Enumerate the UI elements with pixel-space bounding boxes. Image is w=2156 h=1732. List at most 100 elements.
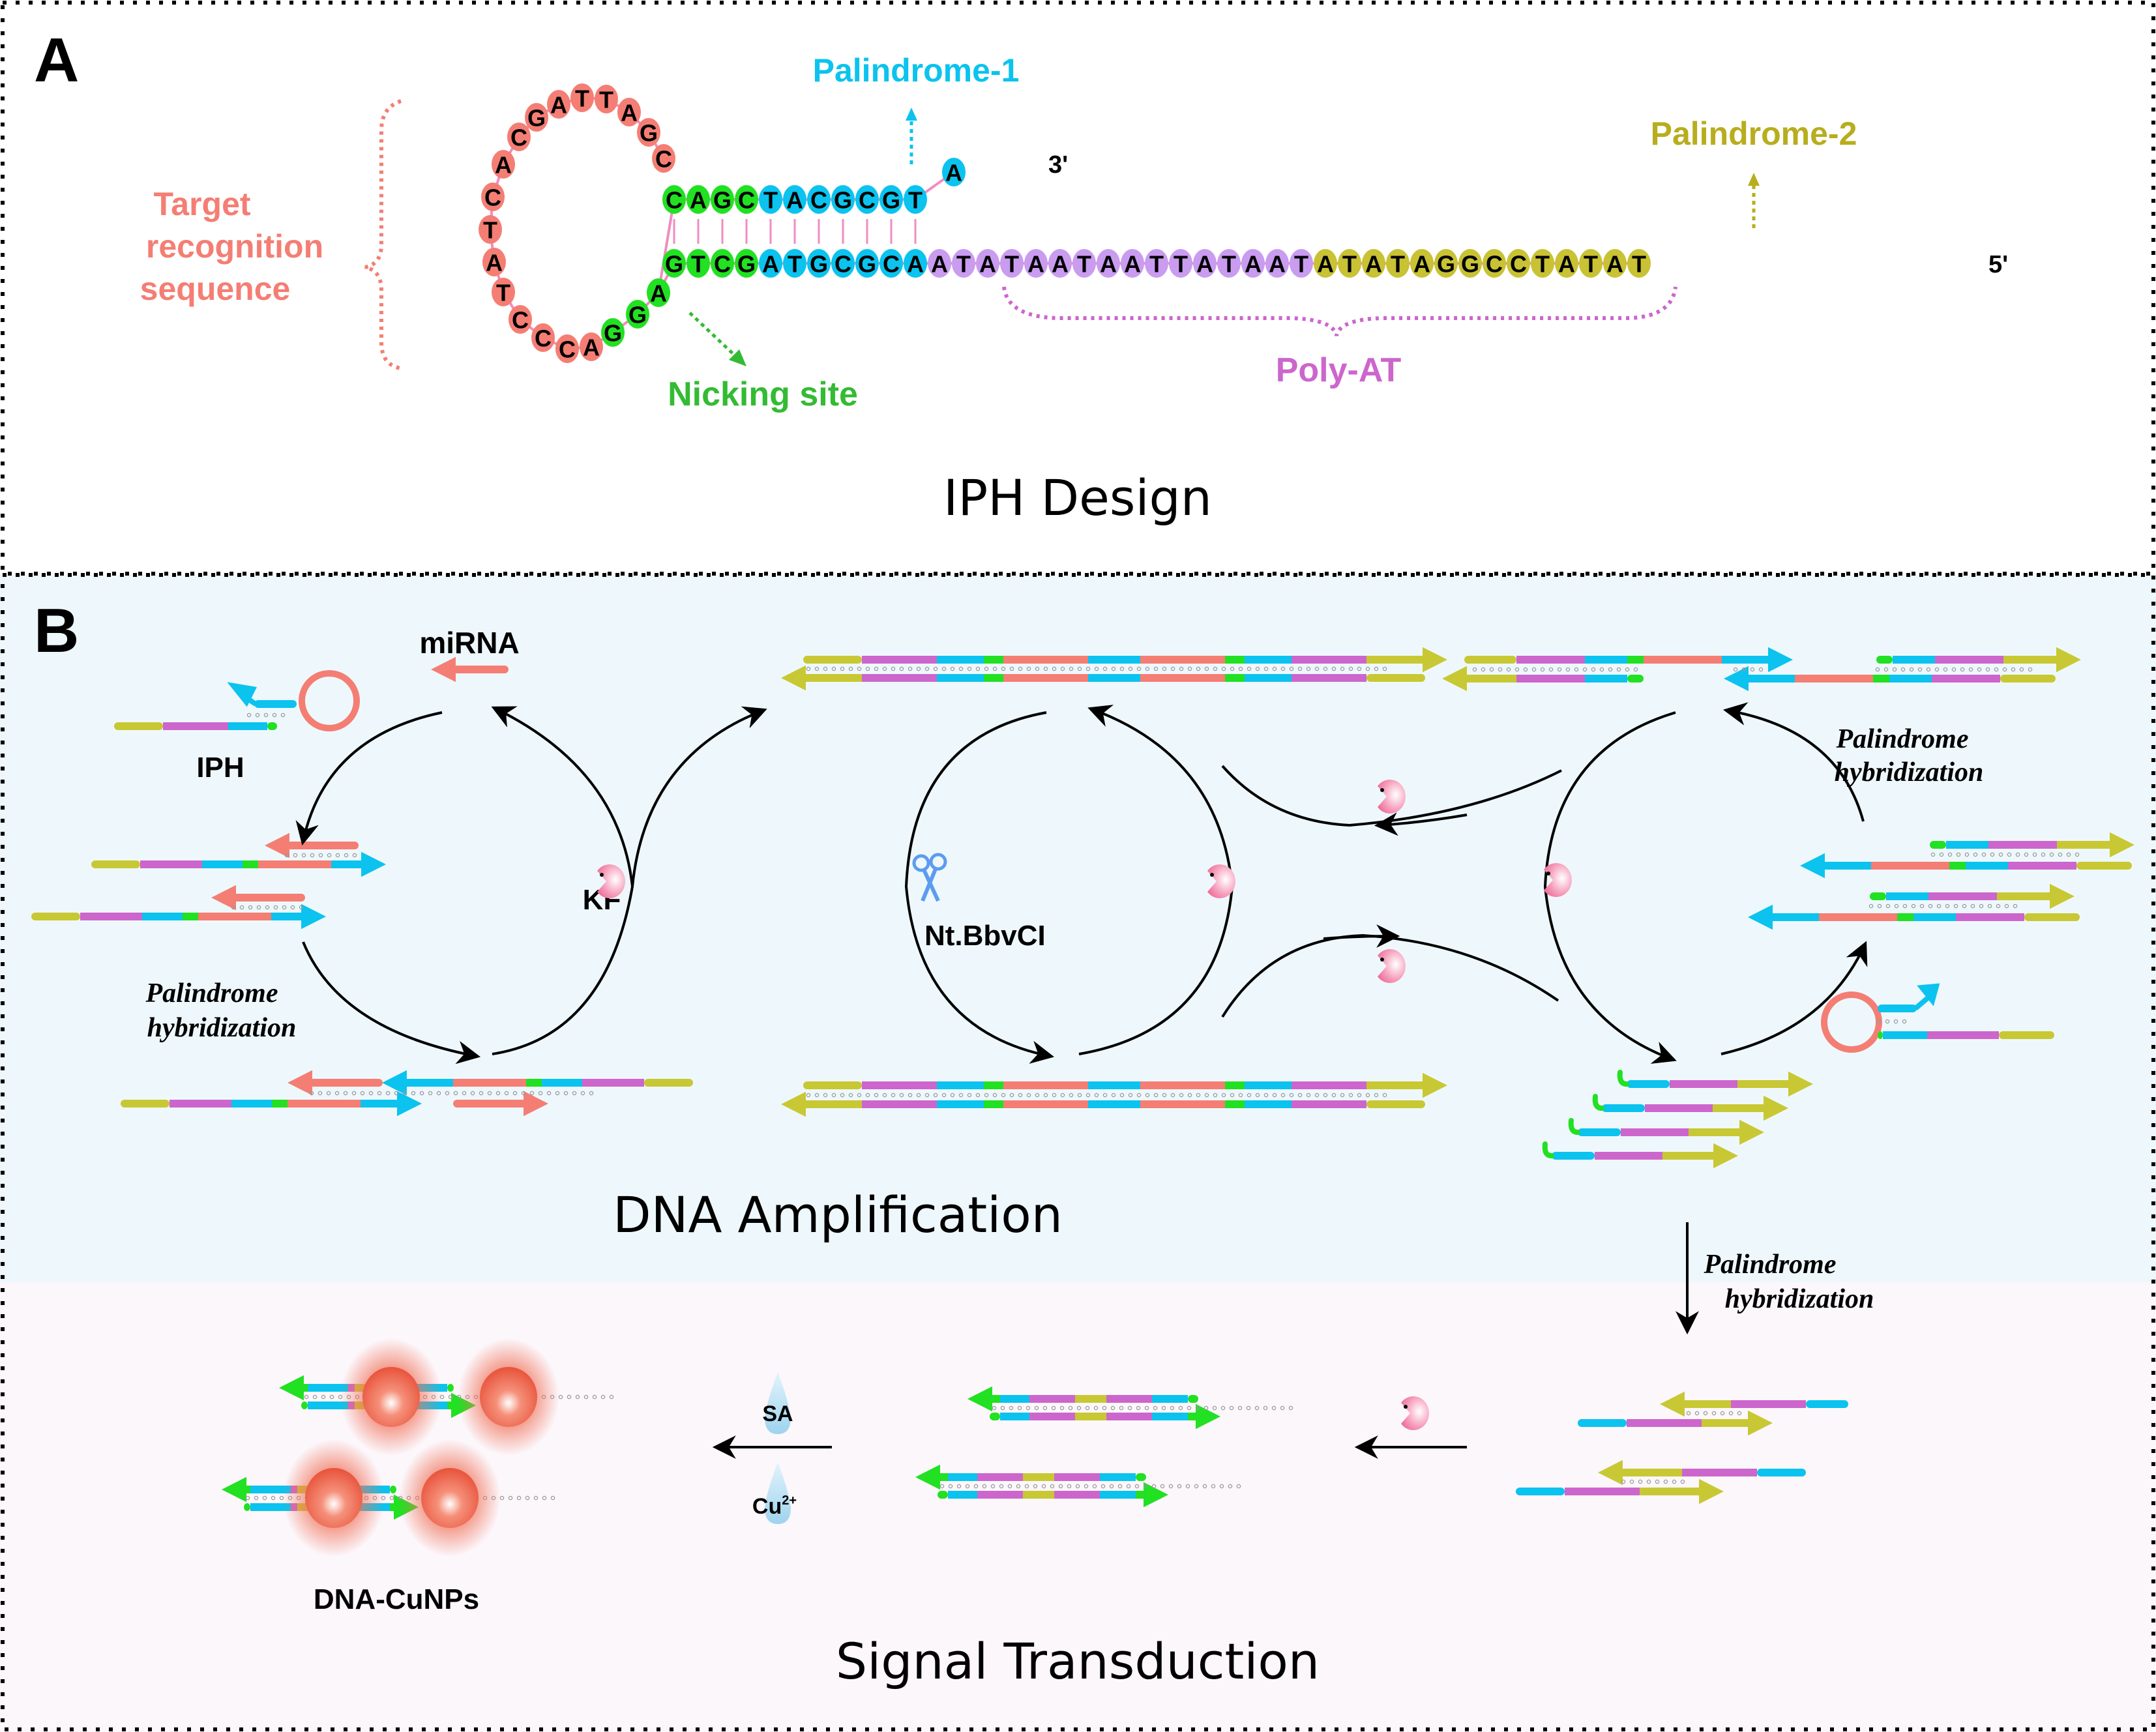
product-top-a (1464, 647, 1793, 673)
strand-segment (1713, 1104, 1766, 1112)
svg-text:A: A (650, 280, 667, 307)
strand-segment (1106, 1395, 1152, 1403)
polyat-brace (1002, 286, 1677, 336)
nucleotide: A (547, 90, 570, 119)
strand-segment (1644, 656, 1722, 664)
strand-segment (390, 1486, 396, 1493)
svg-text:T: T (1584, 251, 1598, 278)
strand-segment (1722, 656, 1771, 664)
strand-segment (1913, 913, 1956, 921)
hydrogen-bonds (1686, 1411, 1742, 1416)
strand-segment (1883, 1031, 1927, 1039)
strand-segment (287, 842, 359, 849)
strand-segment (1999, 1031, 2054, 1039)
strand-segment (228, 722, 267, 730)
nucleotide: C (507, 123, 531, 151)
cycle2-arrow-down (904, 711, 1055, 1064)
strand-segment (142, 913, 183, 920)
hydrogen-bonds (1875, 667, 2033, 672)
strand-segment (1552, 1152, 1595, 1160)
strand-arrowhead (431, 656, 456, 683)
strand-segment (1627, 656, 1644, 664)
strand-arrowhead (2110, 832, 2134, 858)
nucleotide: A (492, 150, 515, 179)
strand-arrowhead (279, 1375, 304, 1401)
strand-arrowhead (1724, 666, 1749, 692)
pal-hyb-3-line1: Palindrome (1703, 1250, 1836, 1280)
nicked-end (1617, 1070, 1629, 1087)
svg-text:G: G (527, 105, 546, 132)
nucleotide: A (482, 248, 506, 276)
cunp-particle (399, 1439, 501, 1557)
strand-segment (301, 1384, 308, 1392)
dimer-upper (382, 1070, 693, 1096)
svg-text:A: A (1027, 251, 1044, 278)
product-top-b (1876, 647, 2081, 673)
strand-segment (2000, 675, 2056, 683)
strand-arrowhead (1713, 1143, 1738, 1169)
strand-segment (938, 1491, 948, 1499)
nucleotide: A (687, 185, 710, 214)
bridge-top-curve (1221, 765, 1562, 827)
strand-arrowhead (1196, 1403, 1220, 1430)
strand-arrowhead (1442, 666, 1467, 692)
nucleotide: T (952, 249, 975, 278)
svg-text:C: C (1486, 251, 1503, 278)
strand-segment (1366, 1100, 1425, 1108)
strand-segment (244, 1486, 250, 1493)
svg-text:A: A (495, 152, 512, 179)
strand-segment (308, 1402, 348, 1409)
pal-hyb-2-line2: hybridization (1835, 757, 1984, 787)
strand-segment (1088, 656, 1140, 664)
strand-segment (1886, 892, 1928, 900)
iph-3prime-arrow (227, 682, 258, 707)
palindrome-1-label: Palindrome-1 (813, 52, 1020, 89)
released-strand (1542, 1141, 1738, 1169)
strand-segment (1928, 892, 1997, 900)
svg-text:T: T (691, 251, 705, 278)
strand-segment (984, 656, 1003, 664)
strand-segment (1516, 675, 1585, 683)
svg-text:C: C (883, 251, 900, 278)
strand-segment (1870, 892, 1886, 900)
strand-segment (1876, 656, 1893, 664)
hydrogen-bonds (1472, 667, 1638, 672)
strand-segment (1136, 1473, 1146, 1481)
panel-c-title: Signal Transduction (836, 1632, 1320, 1690)
nucleotide: T (1531, 249, 1554, 278)
svg-text:G: G (1437, 251, 1455, 278)
svg-text:G: G (640, 120, 658, 147)
nucleotide: G (626, 300, 649, 329)
svg-text:C: C (810, 187, 827, 214)
nucleotide: T (1169, 249, 1192, 278)
strand-segment (1000, 1395, 1029, 1403)
nucleotide: G (735, 249, 758, 278)
pal-hyb-2-line1: Palindrome (1835, 724, 1968, 754)
strand-segment (1088, 1081, 1140, 1089)
nucleotide: C (879, 249, 903, 278)
nucleotide: T (1338, 249, 1361, 278)
strand-segment (862, 1100, 937, 1108)
right-hybrid-2-bottom (1748, 904, 2080, 930)
hydrogen-bonds (1930, 852, 2080, 857)
nucleotide: C (652, 144, 675, 173)
strand-arrowhead (1660, 1391, 1685, 1417)
strand-segment (1106, 1413, 1152, 1420)
five-prime-end: 5' (1988, 251, 2008, 278)
nucleotide: A (1024, 249, 1048, 278)
strand-segment (1806, 1400, 1848, 1408)
strand-segment (140, 860, 202, 868)
strand-segment (453, 666, 509, 673)
strand-segment (1054, 1473, 1100, 1481)
strand-segment (1946, 841, 1988, 849)
svg-text:A: A (1317, 251, 1334, 278)
nucleotide: G (1458, 249, 1482, 278)
svg-text:A: A (621, 100, 638, 126)
nucleotide: T (1627, 249, 1651, 278)
nicked-end (1592, 1094, 1604, 1111)
strand-segment (1645, 1104, 1713, 1112)
strand-segment (1966, 862, 2008, 870)
nicked-end (1568, 1118, 1580, 1135)
svg-text:T: T (599, 87, 613, 113)
